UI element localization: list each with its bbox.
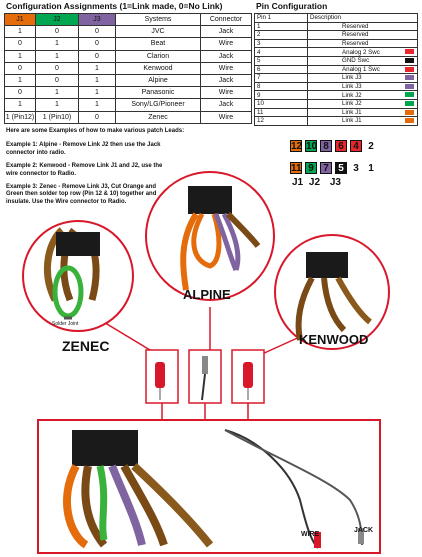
pin-description-text: Analog 2 Swc (342, 48, 380, 56)
example-2: Example 2: Kenwood - Remove Link J1 and … (6, 163, 163, 177)
pin-description-text: Link J3 (342, 74, 362, 82)
wire-color-swatch (405, 100, 414, 106)
wire-color-swatch (405, 83, 414, 89)
pin-description-text: Analog 1 Swc (342, 65, 380, 73)
kenwood-photo (274, 234, 390, 350)
wire-color-swatch (405, 92, 414, 98)
harness-photo (37, 419, 381, 554)
connector-pin: 2 (365, 140, 377, 152)
connector-pin: 4 (350, 140, 362, 152)
pin-description-text: Link J1 (342, 117, 362, 125)
alpine-label: ALPINE (183, 287, 231, 302)
terminal-boxes (145, 349, 265, 404)
zenec-solder-note: Solder Joint (52, 321, 79, 327)
pin-description-text: Reserved (342, 40, 369, 48)
connector-pin: 10 (305, 140, 318, 152)
wire-color-swatch (405, 49, 414, 55)
connector-pin: 12 (290, 140, 303, 152)
connector-pin: 1 (365, 162, 377, 174)
connector-pin: 8 (320, 140, 332, 152)
header-j1: J1 (4, 12, 36, 27)
pin-description-text: GND Swc (342, 57, 370, 65)
pin-description: Link J1 (307, 116, 418, 126)
link-j1: J1 (292, 177, 304, 188)
connector-pin: 11 (290, 162, 302, 174)
wire-color-swatch (405, 66, 414, 72)
config-title: Configuration Assignments (1=Link made, … (6, 1, 223, 11)
examples-block: Here are some Examples of how to make va… (6, 128, 274, 206)
wire-color-swatch (405, 75, 414, 81)
wire-color-swatch (405, 109, 414, 115)
pin-description-text: Reserved (342, 22, 369, 30)
pin-description-text: Link J1 (342, 108, 362, 116)
wire-color-swatch (405, 57, 414, 63)
pin-description-text: Reserved (342, 31, 369, 39)
config-cell: Zenec (115, 110, 201, 124)
link-labels: J1 J2 J3 (290, 177, 380, 188)
connector-pin: 5 (335, 162, 347, 174)
header-j2: J2 (35, 12, 79, 27)
connector-pin: 3 (350, 162, 362, 174)
alpine-photo (145, 171, 275, 301)
pin-description-text: Link J2 (342, 100, 362, 108)
connector-pin: 6 (335, 140, 347, 152)
wire-color-swatch (405, 118, 414, 124)
connector-pin: 7 (320, 162, 332, 174)
kenwood-label: KENWOOD (299, 332, 369, 347)
link-j2: J2 (308, 177, 321, 188)
wire-label: WIRE (301, 531, 320, 538)
pin-description-text: Link J3 (342, 83, 362, 91)
connector-pin: 9 (305, 162, 317, 174)
pin-title: Pin Configuration (256, 1, 328, 11)
pin-description-text: Link J2 (342, 91, 362, 99)
examples-intro: Here are some Examples of how to make va… (6, 128, 185, 134)
config-cell: Wire (200, 110, 252, 124)
zenec-photo (22, 220, 134, 332)
zenec-label: ZENEC (62, 338, 110, 354)
link-j3: J3 (329, 177, 341, 188)
example-1: Example 1: Alpine - Remove Link J2 then … (6, 142, 161, 156)
example-3: Example 3: Zenec - Remove Link J3, Cut O… (6, 184, 157, 205)
jack-label: JACK (354, 527, 374, 534)
